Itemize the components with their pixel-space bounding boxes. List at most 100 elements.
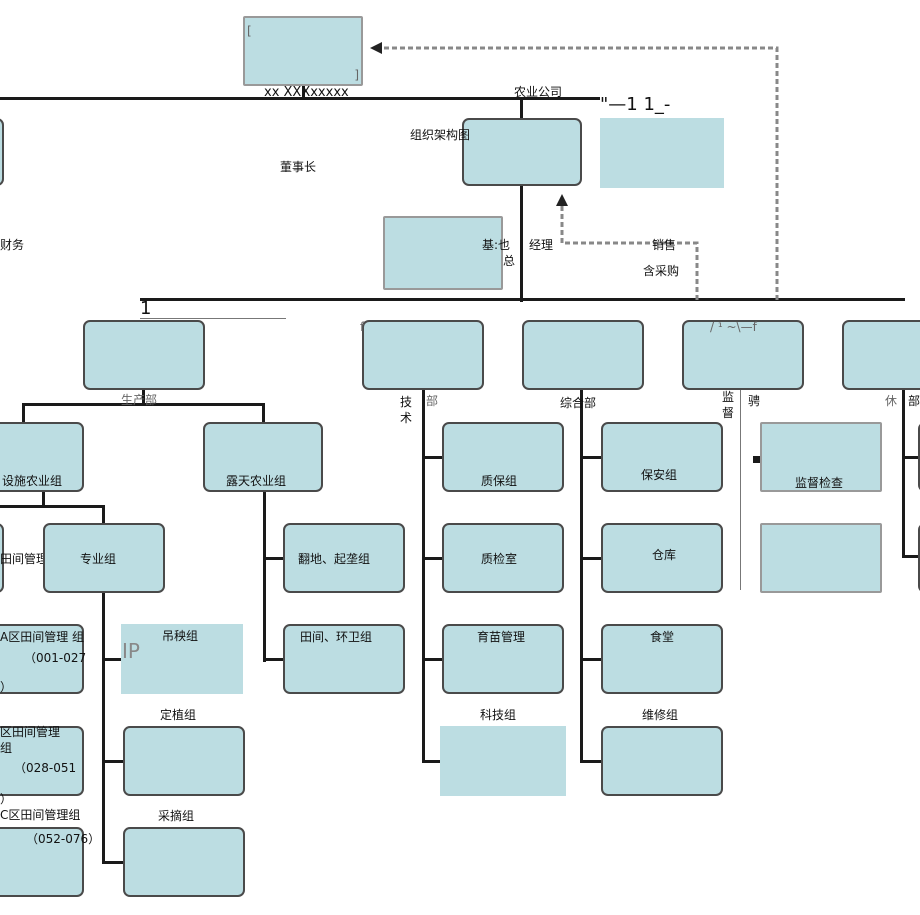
supervision-label-2: 督	[722, 406, 735, 420]
nursery-label: 育苗管理	[477, 630, 526, 644]
nursery-box[interactable]	[442, 624, 564, 694]
leisure-branch-1	[902, 456, 920, 459]
inspect-box[interactable]	[760, 422, 882, 492]
tech-dept-box[interactable]	[362, 320, 484, 390]
row-mark: 1	[140, 298, 152, 319]
maintenance-label: 维修组	[642, 708, 679, 722]
picking-box[interactable]	[123, 827, 245, 897]
deputy-tag: 基:也	[482, 238, 511, 252]
general-branch-3	[580, 658, 602, 661]
maintenance-box[interactable]	[601, 726, 723, 796]
row-thin-line	[140, 318, 286, 319]
security-box[interactable]	[601, 422, 723, 492]
tech-branch-4	[422, 760, 444, 763]
a-zone-line-3: ）	[0, 680, 13, 694]
warehouse-label: 仓库	[652, 548, 677, 562]
general-branch-4	[580, 760, 602, 763]
specialist-stem-line	[102, 505, 105, 525]
facility-stem-line	[22, 403, 25, 423]
seedling-lift-label: 吊秧组	[162, 629, 199, 643]
science-label: 科技组	[480, 708, 517, 722]
specialist-box[interactable]	[43, 523, 165, 593]
b-zone-box[interactable]	[0, 726, 84, 796]
warehouse-box[interactable]	[601, 523, 723, 593]
openfield-group-box[interactable]	[203, 422, 323, 492]
supervision-label-1: 监	[722, 390, 735, 404]
canteen-label: 食堂	[650, 630, 675, 644]
field-env-label: 田间、环卫组	[300, 630, 373, 644]
seedling-lift-box[interactable]	[121, 624, 243, 694]
c-zone-box[interactable]	[0, 827, 84, 897]
right-top-box[interactable]	[600, 118, 724, 188]
leisure-branch-2	[902, 555, 920, 558]
field-env-box[interactable]	[283, 624, 405, 694]
canteen-box[interactable]	[601, 624, 723, 694]
facility-group-label: 设施农业组	[2, 474, 63, 488]
specialist-branch-3	[102, 861, 124, 864]
facility-sub-line	[0, 505, 104, 508]
c-zone-line-2: （052-076）	[26, 832, 101, 846]
qc-box[interactable]	[442, 523, 564, 593]
supervision-lower-box[interactable]	[760, 523, 882, 593]
board-box[interactable]: [ ]	[243, 16, 363, 86]
b-zone-line-2: 组	[0, 741, 13, 755]
tech-dept-label: 部	[426, 394, 439, 408]
facility-group-box[interactable]	[0, 422, 84, 492]
production-dept-box[interactable]	[83, 320, 205, 390]
left-edge-box[interactable]	[0, 118, 4, 186]
a-zone-box[interactable]	[0, 624, 84, 694]
general-trunk-line	[580, 388, 583, 762]
a-zone-line-2: （001-027	[24, 651, 87, 665]
ceo-box[interactable]	[462, 118, 582, 186]
supervision-mark: 骋	[748, 394, 761, 408]
company-label: 农业公司	[514, 85, 563, 99]
specialist-trunk-line	[102, 592, 105, 864]
plowing-label: 翻地、起垄组	[298, 552, 371, 566]
tech-branch-3	[422, 658, 444, 661]
tech-branch-2	[422, 557, 444, 560]
chairman-label: 董事长	[280, 160, 317, 174]
a-zone-line-1: A区田间管理 组	[0, 630, 85, 644]
specialist-branch-2	[102, 760, 124, 763]
qa-label: 质保组	[481, 474, 518, 488]
openfield-group-label: 露天农业组	[226, 474, 287, 488]
b-zone-line-3: （028-051	[14, 761, 77, 775]
qa-box[interactable]	[442, 422, 564, 492]
purchasing-label: 含采购	[643, 264, 680, 278]
general-branch-2	[580, 557, 602, 560]
manager-label: 经理	[529, 238, 554, 252]
main-horizontal-line	[140, 298, 905, 301]
row-mark-2: f	[360, 320, 365, 334]
specialist-label: 专业组	[80, 552, 117, 566]
leisure-trunk-line	[902, 388, 905, 556]
b-zone-line-1: 区田间管理	[0, 725, 61, 739]
c-zone-line-1: C区田间管理组	[0, 808, 81, 822]
science-box[interactable]	[440, 726, 566, 796]
qc-label: 质检室	[481, 552, 518, 566]
manager-box[interactable]	[383, 216, 503, 290]
openfield-branch-1	[263, 557, 285, 560]
plowing-box[interactable]	[283, 523, 405, 593]
inspect-label: 监督检查	[795, 476, 844, 490]
openfield-branch-2	[263, 658, 285, 661]
finance-label: 财务	[0, 238, 25, 252]
leisure-dept-box[interactable]	[842, 320, 920, 390]
picking-label: 采摘组	[158, 809, 195, 823]
supervision-dept-box[interactable]	[682, 320, 804, 390]
ip-mark: IP	[122, 639, 140, 663]
general-branch-1	[580, 456, 602, 459]
general-mark: 总	[503, 254, 516, 268]
tech-label-1: 技	[400, 395, 413, 409]
top-vertical-line	[302, 84, 305, 100]
scan-corner-mark: ]	[354, 68, 359, 82]
scan-corner-mark: [	[247, 24, 252, 38]
supervision-thin-line	[740, 390, 741, 590]
specialist-branch-1	[102, 658, 122, 661]
tech-branch-1	[422, 456, 444, 459]
planting-box[interactable]	[123, 726, 245, 796]
b-zone-line-4: ）	[0, 792, 13, 806]
supervision-marker	[753, 456, 760, 463]
top-horizontal-line	[0, 97, 600, 100]
general-dept-box[interactable]	[522, 320, 644, 390]
